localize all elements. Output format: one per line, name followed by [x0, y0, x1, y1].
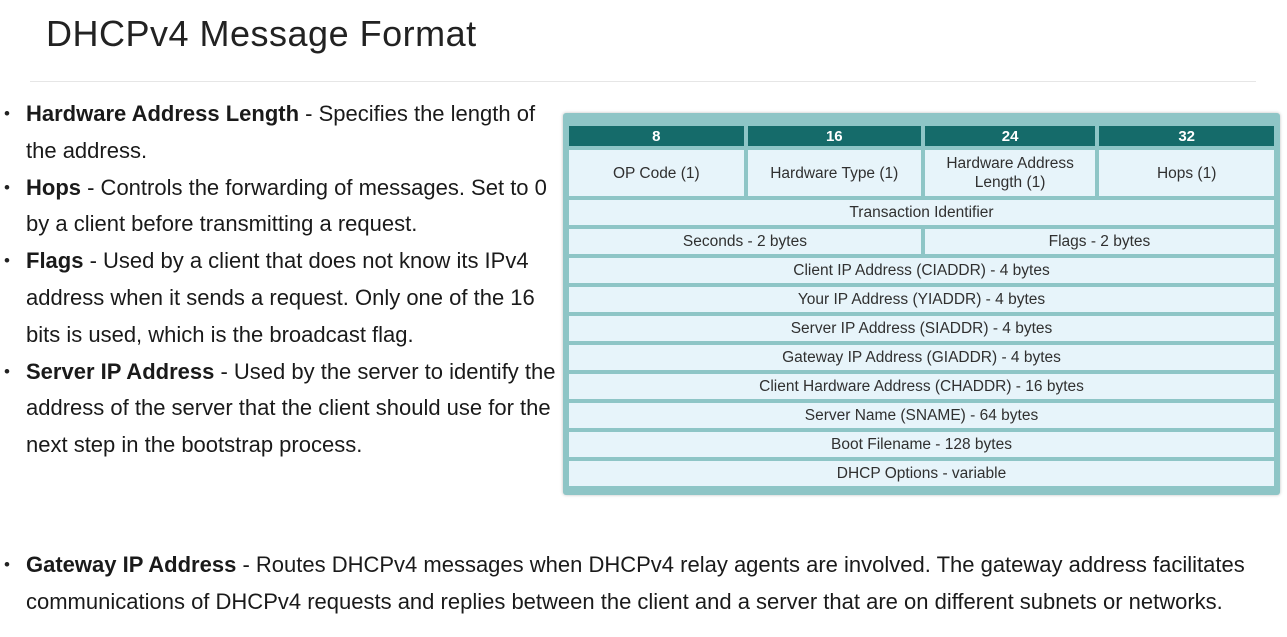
- table-row: Gateway IP Address (GIADDR) - 4 bytes: [567, 343, 1276, 372]
- field-term: Flags: [26, 248, 84, 274]
- field-cell: Hops (1): [1097, 148, 1276, 198]
- field-cell: DHCP Options - variable: [567, 459, 1276, 488]
- field-cell: Transaction Identifier: [567, 198, 1276, 227]
- field-cell: Hardware Type (1): [745, 148, 923, 198]
- field-cell: Your IP Address (YIADDR) - 4 bytes: [567, 285, 1276, 314]
- field-cell: Hardware Address Length (1): [922, 148, 1098, 198]
- table-row: Transaction Identifier: [567, 198, 1276, 227]
- bit-header: 32: [1097, 124, 1276, 148]
- table-row: Your IP Address (YIADDR) - 4 bytes: [567, 285, 1276, 314]
- field-cell: Gateway IP Address (GIADDR) - 4 bytes: [567, 343, 1276, 372]
- field-cell: Boot Filename - 128 bytes: [567, 430, 1276, 459]
- table-row: Client IP Address (CIADDR) - 4 bytes: [567, 256, 1276, 285]
- table-row: Server Name (SNAME) - 64 bytes: [567, 401, 1276, 430]
- field-description-list-bottom: Gateway IP Address - Routes DHCPv4 messa…: [4, 547, 1284, 621]
- field-description: - Routes DHCPv4 messages when DHCPv4 rel…: [26, 552, 1245, 614]
- list-item: Gateway IP Address - Routes DHCPv4 messa…: [4, 547, 1284, 621]
- message-format-table: 8 16 24 32 OP Code (1) Hardware Type (1)…: [567, 124, 1276, 488]
- field-cell: Server Name (SNAME) - 64 bytes: [567, 401, 1276, 430]
- field-cell: Server IP Address (SIADDR) - 4 bytes: [567, 314, 1276, 343]
- field-term: Hops: [26, 174, 81, 200]
- field-term: Server IP Address: [26, 358, 215, 384]
- field-description: - Specifies the length of the address.: [26, 101, 536, 163]
- field-description: - Controls the forwarding of messages. S…: [26, 174, 547, 237]
- field-cell: Client IP Address (CIADDR) - 4 bytes: [567, 256, 1276, 285]
- title-divider: [30, 81, 1256, 82]
- table-row: Client Hardware Address (CHADDR) - 16 by…: [567, 372, 1276, 401]
- table-row: OP Code (1) Hardware Type (1) Hardware A…: [567, 148, 1276, 198]
- table-row: DHCP Options - variable: [567, 459, 1276, 488]
- field-cell: Client Hardware Address (CHADDR) - 16 by…: [567, 372, 1276, 401]
- list-item: Flags - Used by a client that does not k…: [4, 243, 571, 353]
- table-row: Boot Filename - 128 bytes: [567, 430, 1276, 459]
- bit-header: 8: [567, 124, 746, 148]
- bit-header: 16: [745, 124, 923, 148]
- field-description-list: Hardware Address Length - Specifies the …: [4, 96, 571, 464]
- list-item: Server IP Address - Used by the server t…: [4, 354, 571, 464]
- page-title: DHCPv4 Message Format: [46, 13, 477, 54]
- field-description: - Used by a client that does not know it…: [26, 248, 535, 347]
- field-cell: Flags - 2 bytes: [922, 227, 1276, 256]
- message-format-diagram: 8 16 24 32 OP Code (1) Hardware Type (1)…: [563, 113, 1280, 495]
- field-cell: OP Code (1): [567, 148, 746, 198]
- bit-header-row: 8 16 24 32: [567, 124, 1276, 148]
- field-cell: Seconds - 2 bytes: [567, 227, 923, 256]
- field-term: Hardware Address Length: [26, 101, 300, 126]
- field-description: - Used by the server to identify the add…: [26, 358, 556, 458]
- table-row: Seconds - 2 bytes Flags - 2 bytes: [567, 227, 1276, 256]
- field-term: Gateway IP Address: [26, 552, 237, 577]
- list-item: Hops - Controls the forwarding of messag…: [4, 170, 571, 244]
- list-item: Hardware Address Length - Specifies the …: [4, 96, 571, 170]
- table-row: Server IP Address (SIADDR) - 4 bytes: [567, 314, 1276, 343]
- bit-header: 24: [922, 124, 1098, 148]
